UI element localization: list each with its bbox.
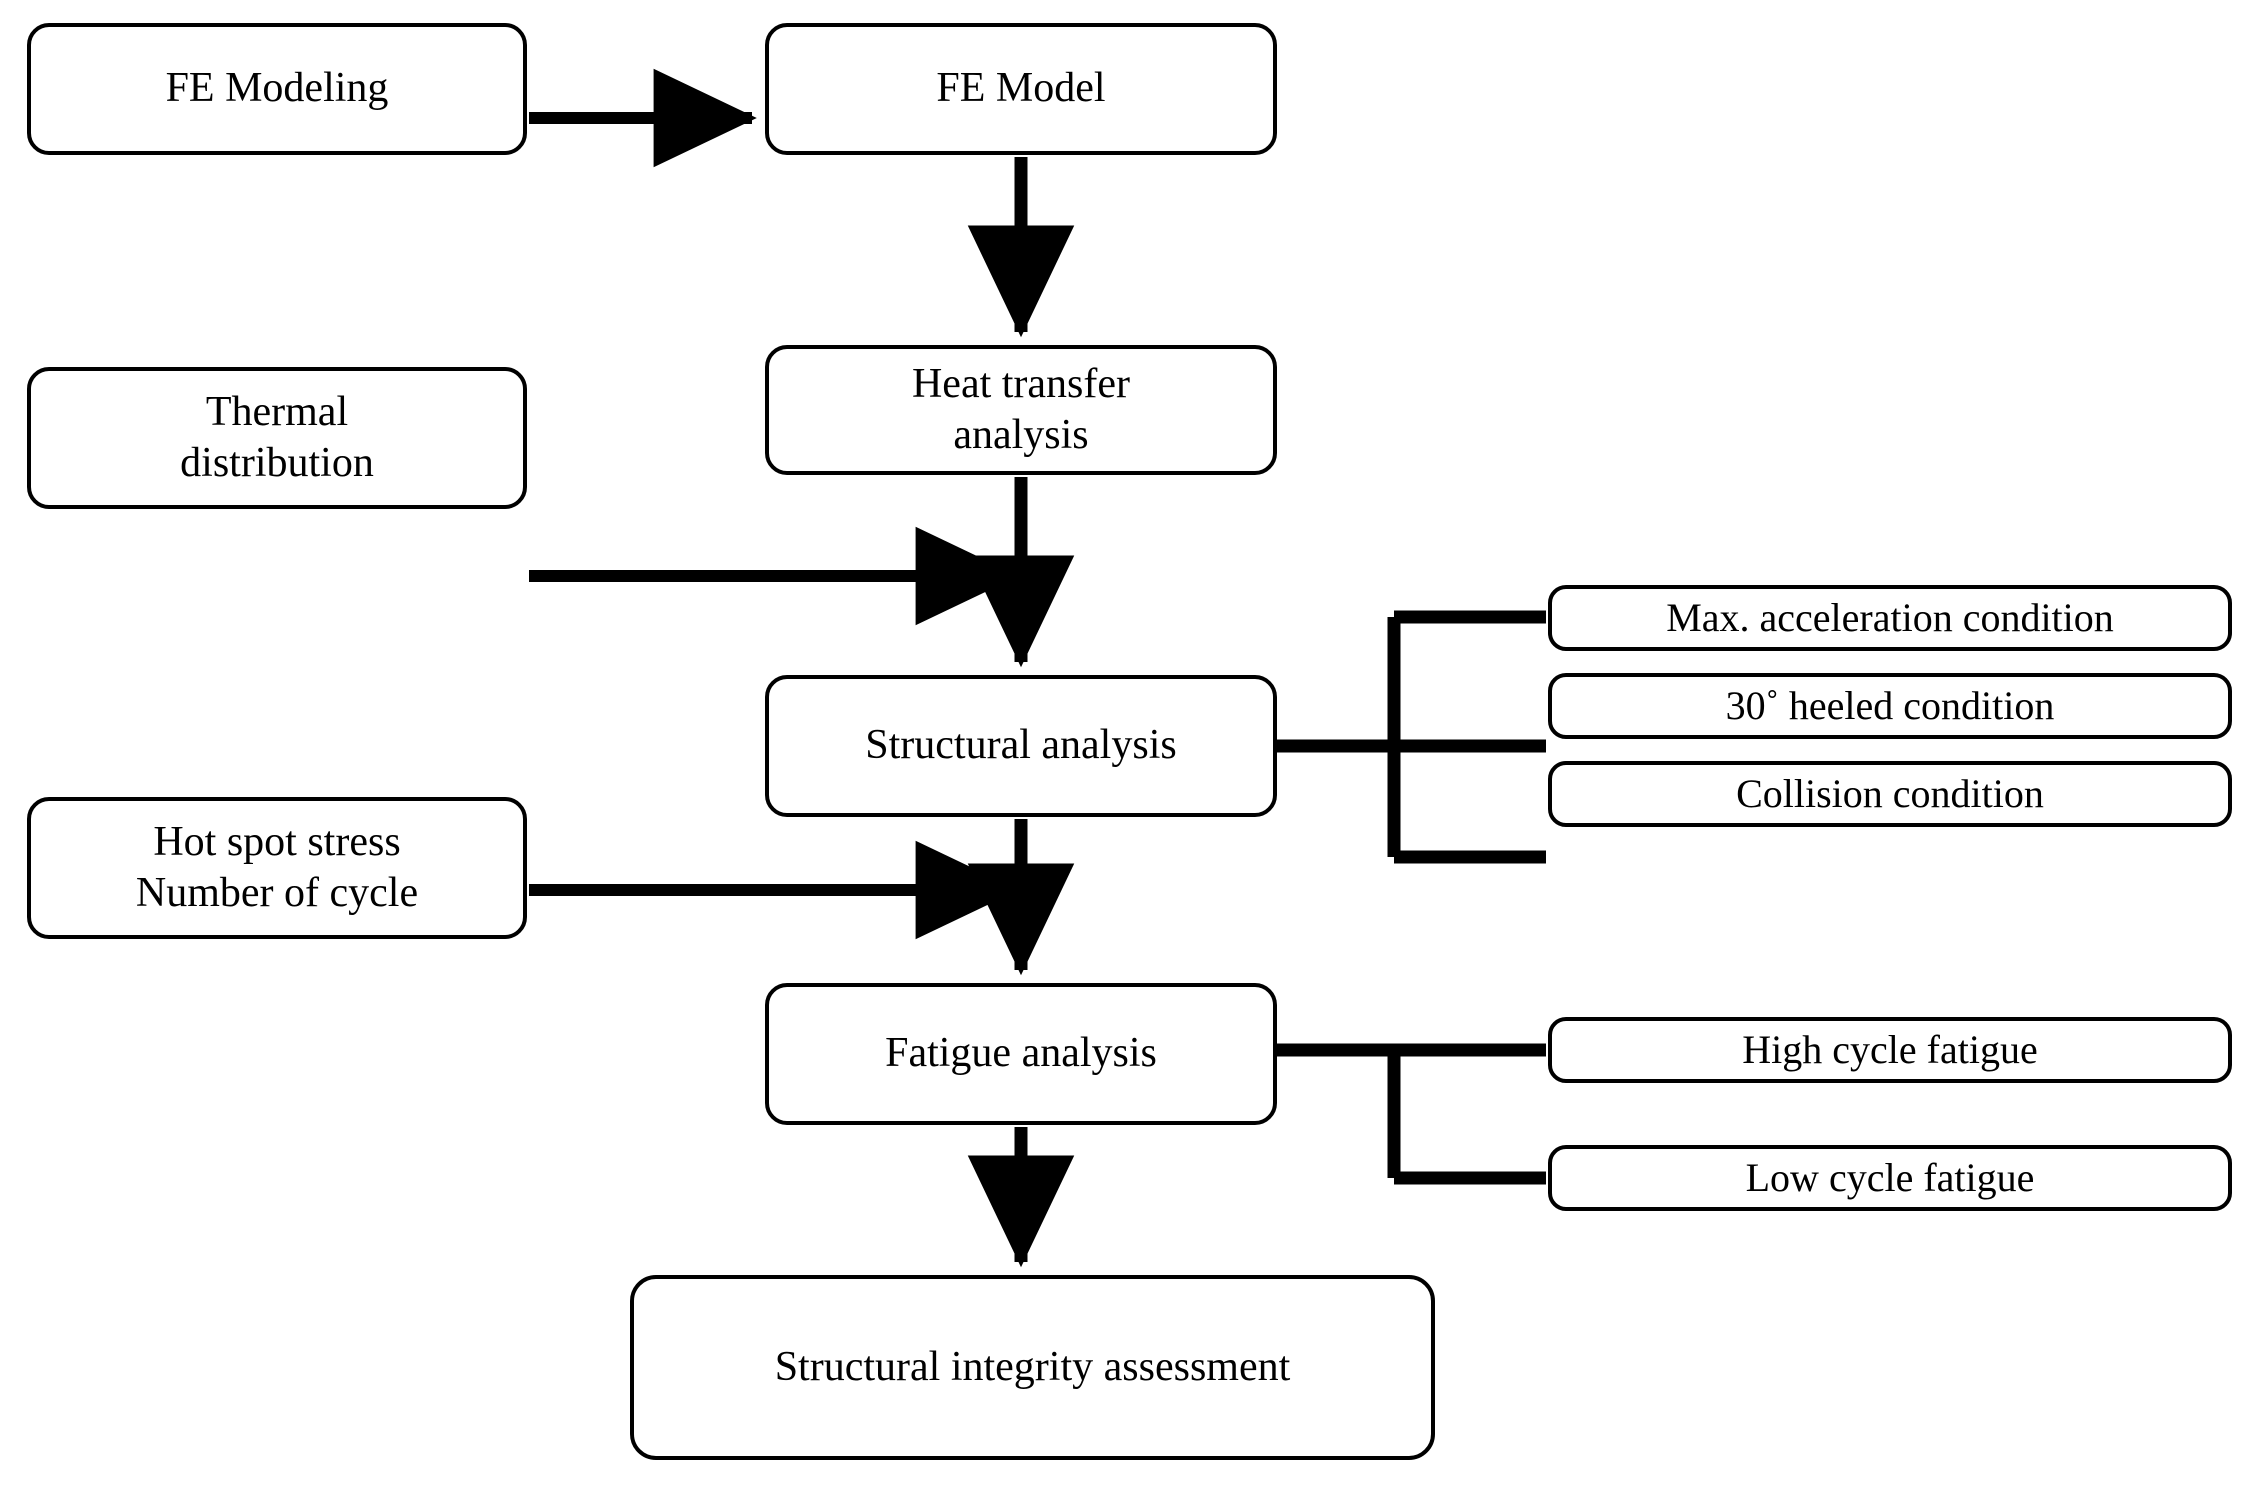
node-structural-integrity-assessment[interactable]: Structural integrity assessment [630, 1275, 1435, 1460]
node-fe-modeling-label: FE Modeling [165, 65, 389, 112]
edge-structural-to-conditions-bracket [1277, 610, 1546, 864]
node-hot-spot-stress[interactable]: Hot spot stress Number of cycle [27, 797, 527, 939]
node-fe-modeling[interactable]: FE Modeling [27, 23, 527, 155]
node-low-cycle-fatigue-label: Low cycle fatigue [1745, 1154, 2035, 1200]
node-max-acceleration-condition[interactable]: Max. acceleration condition [1548, 585, 2232, 651]
node-low-cycle-fatigue[interactable]: Low cycle fatigue [1548, 1145, 2232, 1211]
node-thermal-distribution-label: Thermal distribution [180, 388, 374, 486]
node-high-cycle-fatigue[interactable]: High cycle fatigue [1548, 1017, 2232, 1083]
node-fe-model[interactable]: FE Model [765, 23, 1277, 155]
node-collision-condition[interactable]: Collision condition [1548, 761, 2232, 827]
node-hot-spot-stress-label: Hot spot stress Number of cycle [135, 818, 419, 916]
node-fatigue-analysis-label: Fatigue analysis [885, 1030, 1157, 1077]
edge-fatigue-to-types-bracket [1277, 1043, 1546, 1185]
node-max-acceleration-condition-label: Max. acceleration condition [1666, 594, 2114, 640]
node-structural-analysis-label: Structural analysis [865, 722, 1177, 769]
node-structural-analysis[interactable]: Structural analysis [765, 675, 1277, 817]
node-collision-condition-label: Collision condition [1736, 770, 2044, 816]
node-30-heeled-condition-label: 30˚ heeled condition [1725, 682, 2055, 728]
node-thermal-distribution[interactable]: Thermal distribution [27, 367, 527, 509]
node-heat-transfer-analysis[interactable]: Heat transfer analysis [765, 345, 1277, 475]
node-fe-model-label: FE Model [936, 65, 1106, 112]
node-fatigue-analysis[interactable]: Fatigue analysis [765, 983, 1277, 1125]
node-heat-transfer-analysis-label: Heat transfer analysis [911, 360, 1131, 458]
node-30-heeled-condition[interactable]: 30˚ heeled condition [1548, 673, 2232, 739]
node-structural-integrity-assessment-label: Structural integrity assessment [774, 1343, 1291, 1390]
node-high-cycle-fatigue-label: High cycle fatigue [1742, 1026, 2038, 1072]
